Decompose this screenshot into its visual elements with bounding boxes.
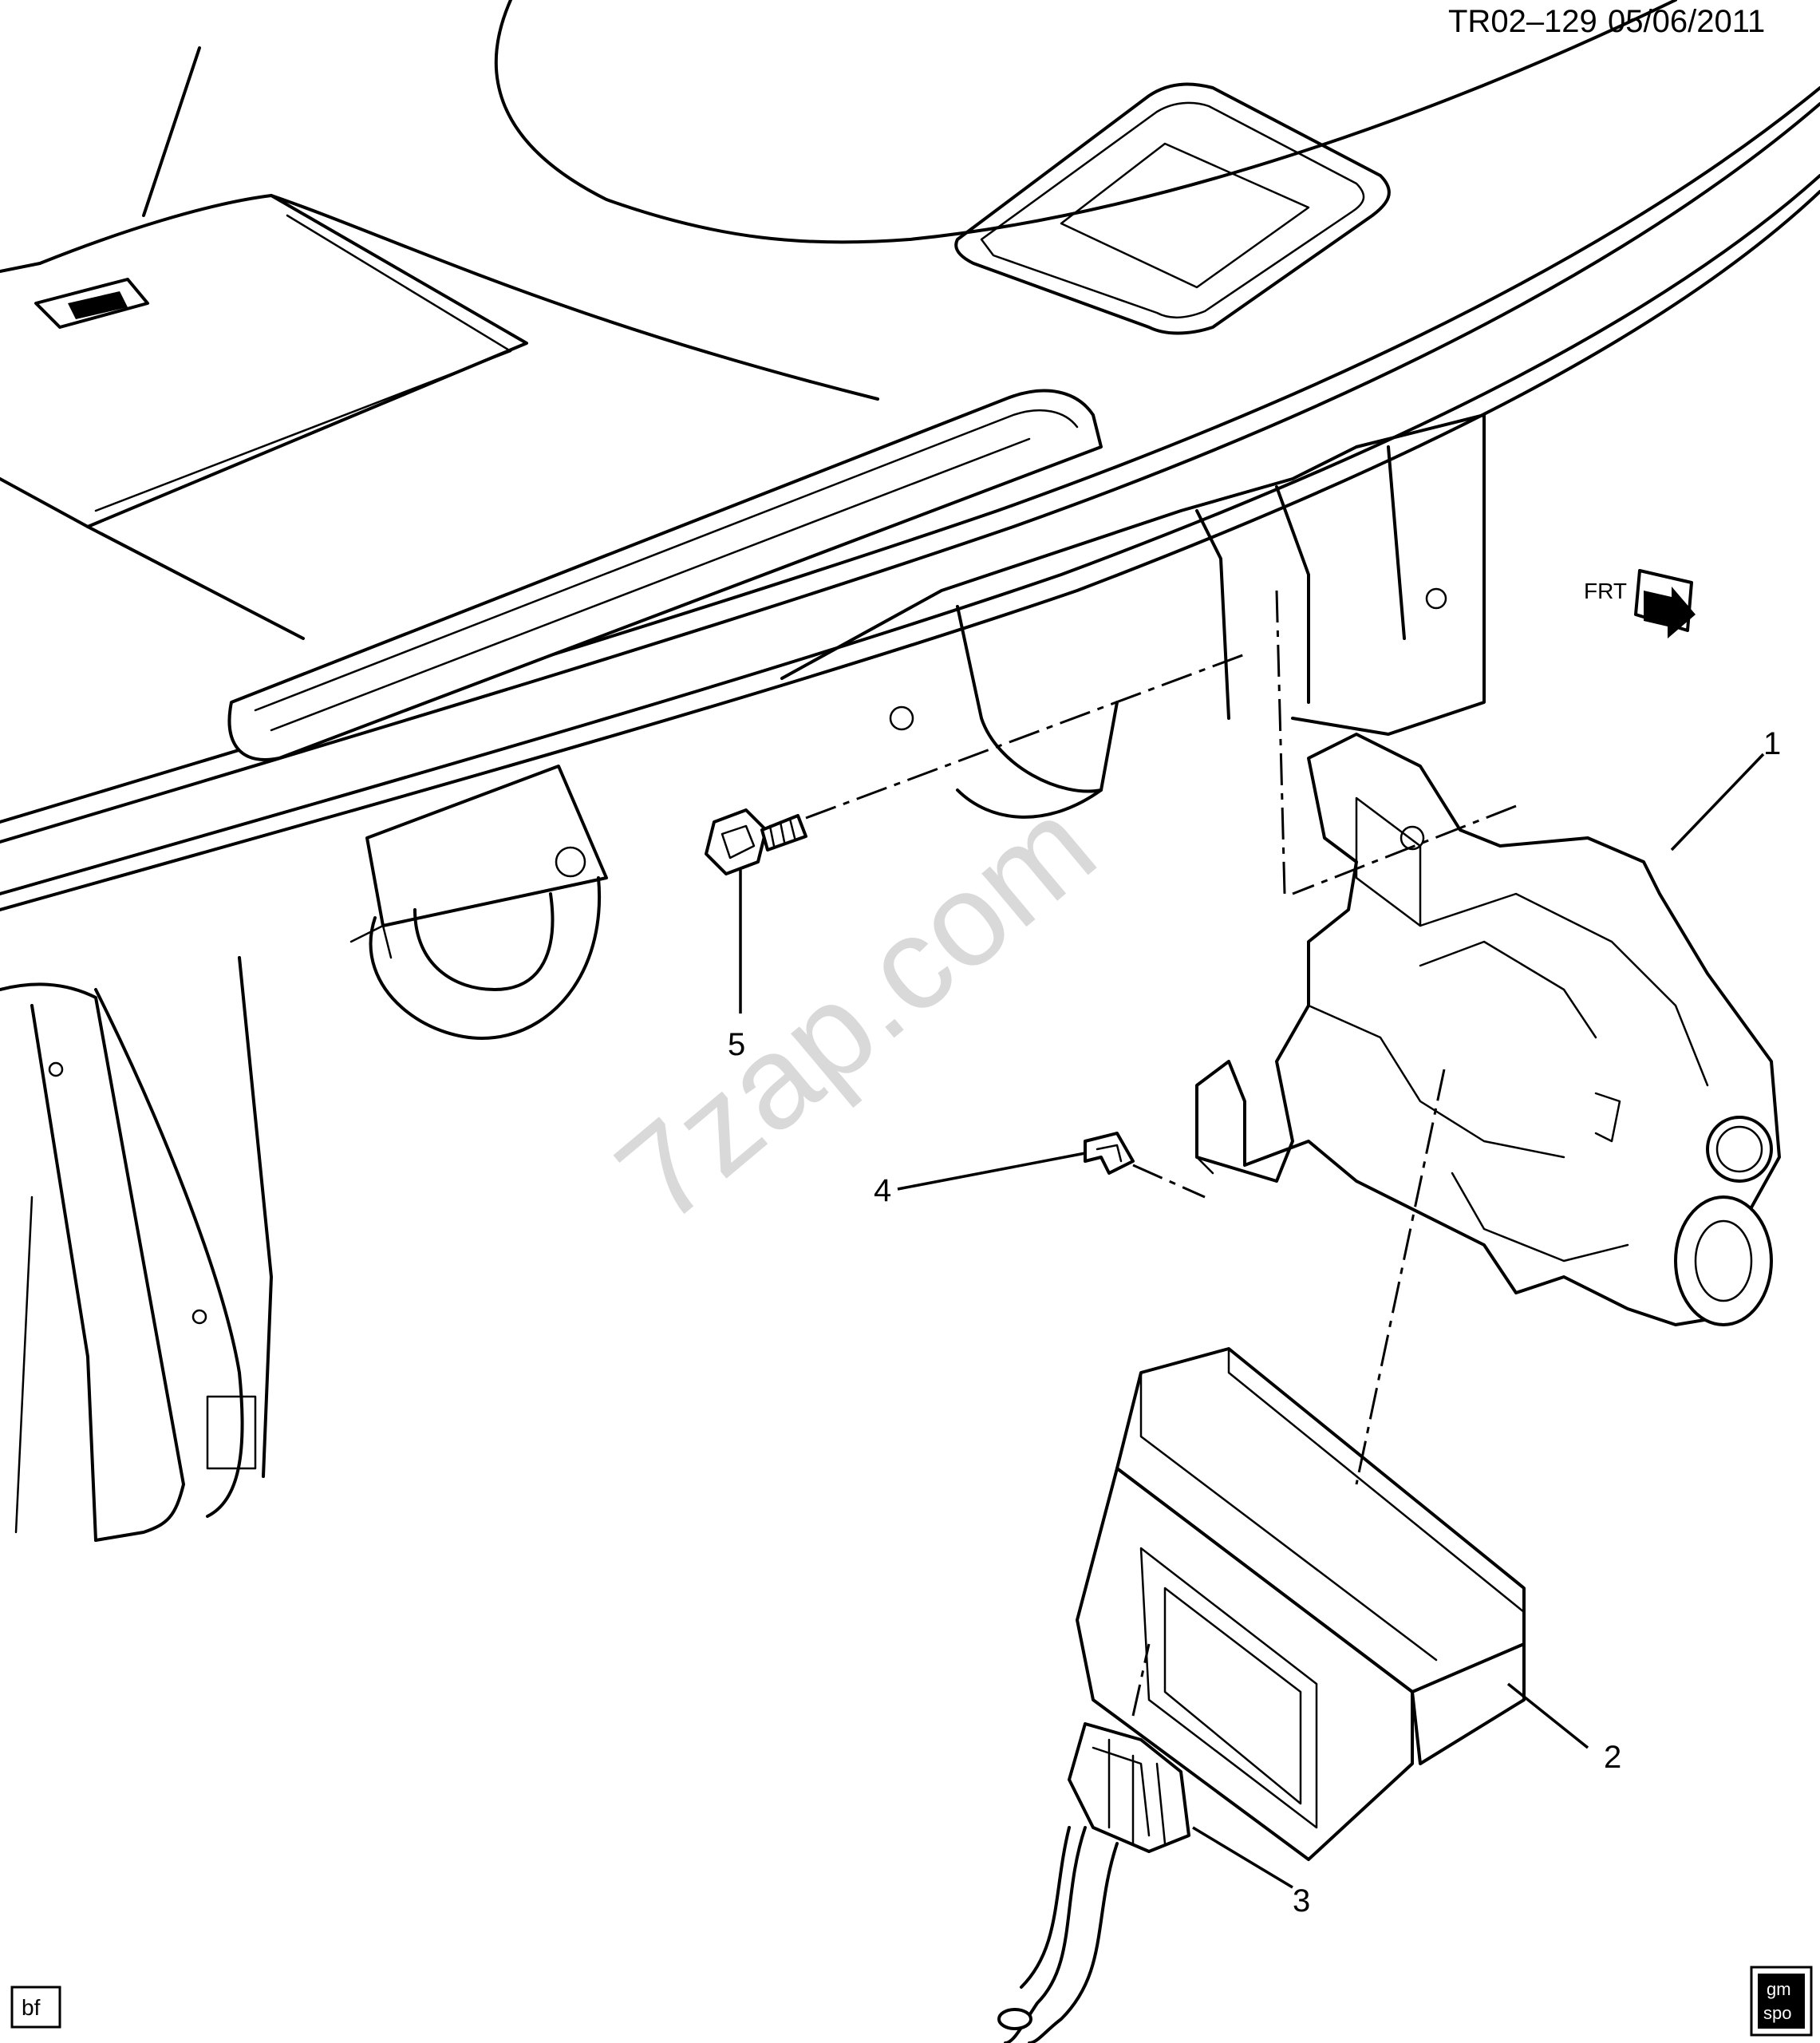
part-2-module [1076, 1347, 1526, 1861]
roof-headliner [0, 0, 1820, 1542]
gm-spo-logo: gm spo [1750, 1966, 1813, 2037]
part-1-bracket [1195, 733, 1781, 1326]
callout-3: 3 [1293, 1883, 1310, 1919]
corner-tag-left: bf [10, 1986, 61, 2029]
part-4-clip [1084, 1132, 1135, 1175]
part-5-bolt [705, 808, 807, 875]
callout-leaders [739, 753, 1765, 1889]
watermark: 7zap.com [590, 771, 1121, 1251]
logo-line-2: spo [1763, 2003, 1791, 2023]
part-3-connector [997, 1722, 1190, 2043]
diagram-date: 05/06/2011 [1608, 4, 1765, 39]
callout-1: 1 [1763, 726, 1781, 761]
corner-tag-left-text: bf [22, 1995, 41, 2020]
diagram-code: TR02–129 [1448, 4, 1597, 39]
front-direction-indicator: FRT [1584, 569, 1696, 638]
callout-4: 4 [874, 1173, 891, 1208]
logo-line-1: gm [1767, 1979, 1791, 1999]
callout-2: 2 [1604, 1740, 1621, 1775]
alignment-lines [805, 590, 1517, 1717]
front-indicator-label: FRT [1584, 579, 1627, 603]
callout-5: 5 [728, 1027, 745, 1062]
